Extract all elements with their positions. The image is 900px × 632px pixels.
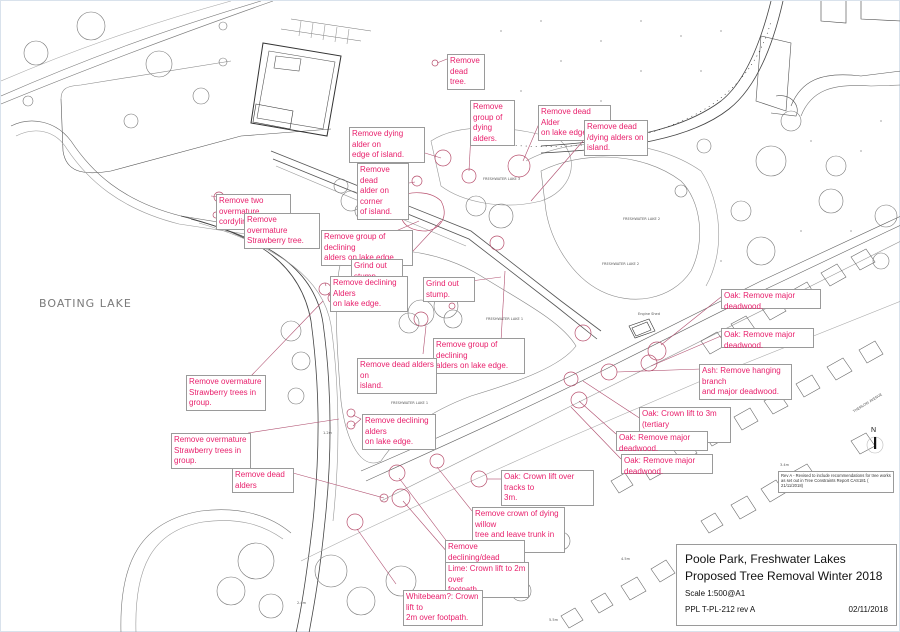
drawing-number: PPL T-PL-212 rev A [685, 605, 756, 614]
title-drawing: Proposed Tree Removal Winter 2018 [685, 569, 883, 583]
engine-shed-label: Engine Shed [638, 312, 660, 316]
freshwater-lake-1-label-b: FRESHWATER LAKE 1 [391, 401, 429, 405]
annotation-grind-out-stump-2: Grind out stump. [423, 277, 475, 302]
annotation-oak-remove-deadwood-3: Oak: Remove major deadwood. [616, 431, 708, 453]
annotation-remove-dead-alder-corner-island: Remove dead alder on corner of island. [357, 163, 409, 220]
annotation-oak-crown-lift-tracks: Oak: Crown lift over tracks to 3m. [501, 470, 594, 506]
title-block: Poole Park, Freshwater Lakes Proposed Tr… [676, 544, 897, 626]
annotation-remove-two-cordylines: Remove two overmature cordylines. [216, 194, 291, 230]
spot-level: 1.2m [323, 431, 332, 435]
annotation-oak-remove-deadwood-1: Oak: Remove major deadwood. [721, 289, 821, 311]
annotation-remove-dead-alders: Remove dead alders [232, 468, 294, 493]
spot-level: 5.5m [549, 618, 558, 622]
annotation-ash-remove-hanging-branch: Ash: Remove hanging branch and major dea… [699, 364, 792, 400]
annotation-remove-declining-alders-lake-edge-2: Remove declining Alders on lake edge. [330, 276, 408, 312]
revision-note: Rev A - Revised to include recommendatio… [778, 471, 894, 493]
spot-level: 2.4m [297, 601, 306, 605]
annotation-remove-dead-alders-island: Remove dead alders on island. [357, 358, 437, 394]
drawing-date: 02/11/2018 [848, 605, 888, 614]
title-site: Poole Park, Freshwater Lakes [685, 552, 846, 566]
spot-level: 4.5m [621, 557, 630, 561]
annotation-oak-remove-deadwood-2: Oak: Remove major deadwood. [721, 328, 814, 350]
annotation-remove-dead-tree: Remove dead tree. [447, 54, 485, 90]
north-label: N [871, 427, 877, 434]
north-arrow-icon [866, 436, 884, 454]
north-arrow: N [865, 427, 885, 457]
freshwater-lake-3-label: FRESHWATER LAKE 3 [483, 177, 521, 181]
annotation-remove-strawberry-trees-group-2: Remove overmature Strawberry trees in gr… [171, 433, 251, 469]
boating-lake-label: BOATING LAKE [39, 297, 132, 310]
freshwater-lake-2-label-b: FRESHWATER LAKE 2 [602, 262, 640, 266]
annotation-remove-dying-alder-edge-island: Remove dying alder on edge of island. [349, 127, 425, 163]
freshwater-lake-1-label: FRESHWATER LAKE 1 [486, 317, 524, 321]
freshwater-lake-2-label: FRESHWATER LAKE 2 [623, 217, 661, 221]
annotation-remove-group-dying-alders: Remove group of dying alders. [470, 100, 515, 146]
annotation-remove-strawberry-trees-group: Remove overmature Strawberry trees in gr… [186, 375, 266, 411]
annotation-remove-group-declining-alders-2: Remove group of declining alders on lake… [433, 338, 525, 374]
title-scale: Scale 1:500@A1 [685, 589, 746, 598]
spot-level: 3.4m [780, 463, 789, 467]
annotation-whitebeam-crown-lift-2m: Whitebeam?: Crown lift to 2m over footpa… [403, 590, 483, 626]
annotation-remove-strawberry-tree: Remove overmature Strawberry tree. [244, 213, 320, 249]
annotation-remove-declining-alders-lake-edge-3: Remove declining alders on lake edge. [362, 414, 436, 450]
annotation-oak-remove-deadwood-4: Oak: Remove major deadwood. [621, 454, 713, 476]
annotation-remove-dead-dying-alders-island: Remove dead /dying alders on island. [584, 120, 648, 156]
